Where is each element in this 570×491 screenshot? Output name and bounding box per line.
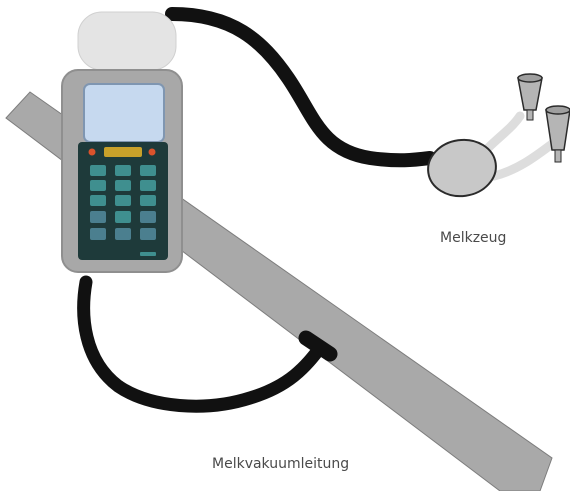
key bbox=[90, 165, 106, 176]
teat-cup-upper-body bbox=[517, 77, 543, 111]
milk-vacuum-line-label: Melkvakuumleitung bbox=[212, 456, 350, 472]
key bbox=[115, 211, 131, 223]
device-top-cap bbox=[77, 11, 177, 71]
short-tube-upper bbox=[483, 111, 525, 153]
key bbox=[115, 180, 131, 191]
milking-claw-icon bbox=[427, 138, 497, 198]
teat-cup-lower-rim bbox=[545, 105, 570, 115]
milking-unit-label: Melkzeug bbox=[440, 230, 507, 246]
teat-cup-upper-stem bbox=[526, 109, 534, 121]
teat-cup-icon bbox=[517, 73, 543, 121]
key bbox=[90, 211, 106, 223]
device-screen bbox=[83, 83, 165, 143]
key bbox=[140, 211, 156, 223]
short-vacuum-hose bbox=[77, 275, 327, 413]
hose-connector bbox=[298, 330, 338, 362]
key bbox=[140, 180, 156, 191]
teat-cup-upper-rim bbox=[517, 73, 543, 83]
key bbox=[90, 228, 106, 240]
device-bottom-mark bbox=[140, 252, 156, 256]
device-logo-plate bbox=[104, 147, 142, 157]
key bbox=[140, 195, 156, 206]
key bbox=[115, 195, 131, 206]
long-milk-hose bbox=[165, 7, 437, 168]
teat-cup-icon bbox=[545, 105, 570, 163]
key bbox=[140, 228, 156, 240]
key bbox=[90, 195, 106, 206]
key bbox=[90, 180, 106, 191]
device-keys bbox=[90, 165, 156, 240]
short-tube-lower bbox=[489, 139, 557, 181]
key bbox=[140, 165, 156, 176]
milk-meter-icon bbox=[61, 69, 183, 273]
right-led bbox=[148, 148, 156, 156]
left-led bbox=[88, 148, 96, 156]
key bbox=[115, 165, 131, 176]
key bbox=[115, 228, 131, 240]
teat-cup-lower-stem bbox=[554, 149, 562, 163]
